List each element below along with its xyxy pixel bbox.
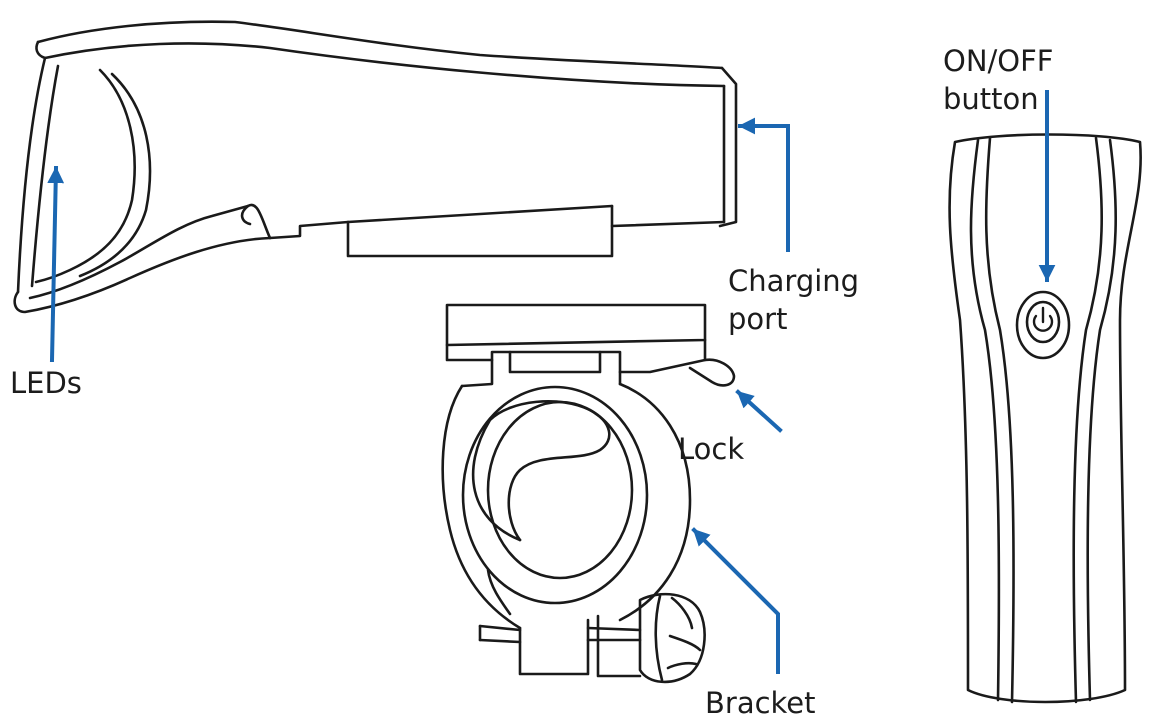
light-body-rear-view: [948, 133, 1142, 704]
lock-arrow: [735, 389, 783, 433]
leds-label: LEDs: [10, 366, 82, 400]
on-off-button-label: ON/OFF button: [943, 44, 1054, 116]
bracket-label: Bracket: [705, 686, 816, 720]
leds-arrow: [47, 165, 65, 363]
light-body-side-view: [13, 20, 738, 314]
charging-port-arrow: [738, 117, 790, 252]
bracket-arrow: [691, 527, 780, 674]
power-icon: [1032, 306, 1054, 332]
bracket-mount: [441, 303, 736, 684]
charging-port-label: Charging port: [728, 264, 860, 336]
lock-label: Lock: [678, 432, 745, 466]
